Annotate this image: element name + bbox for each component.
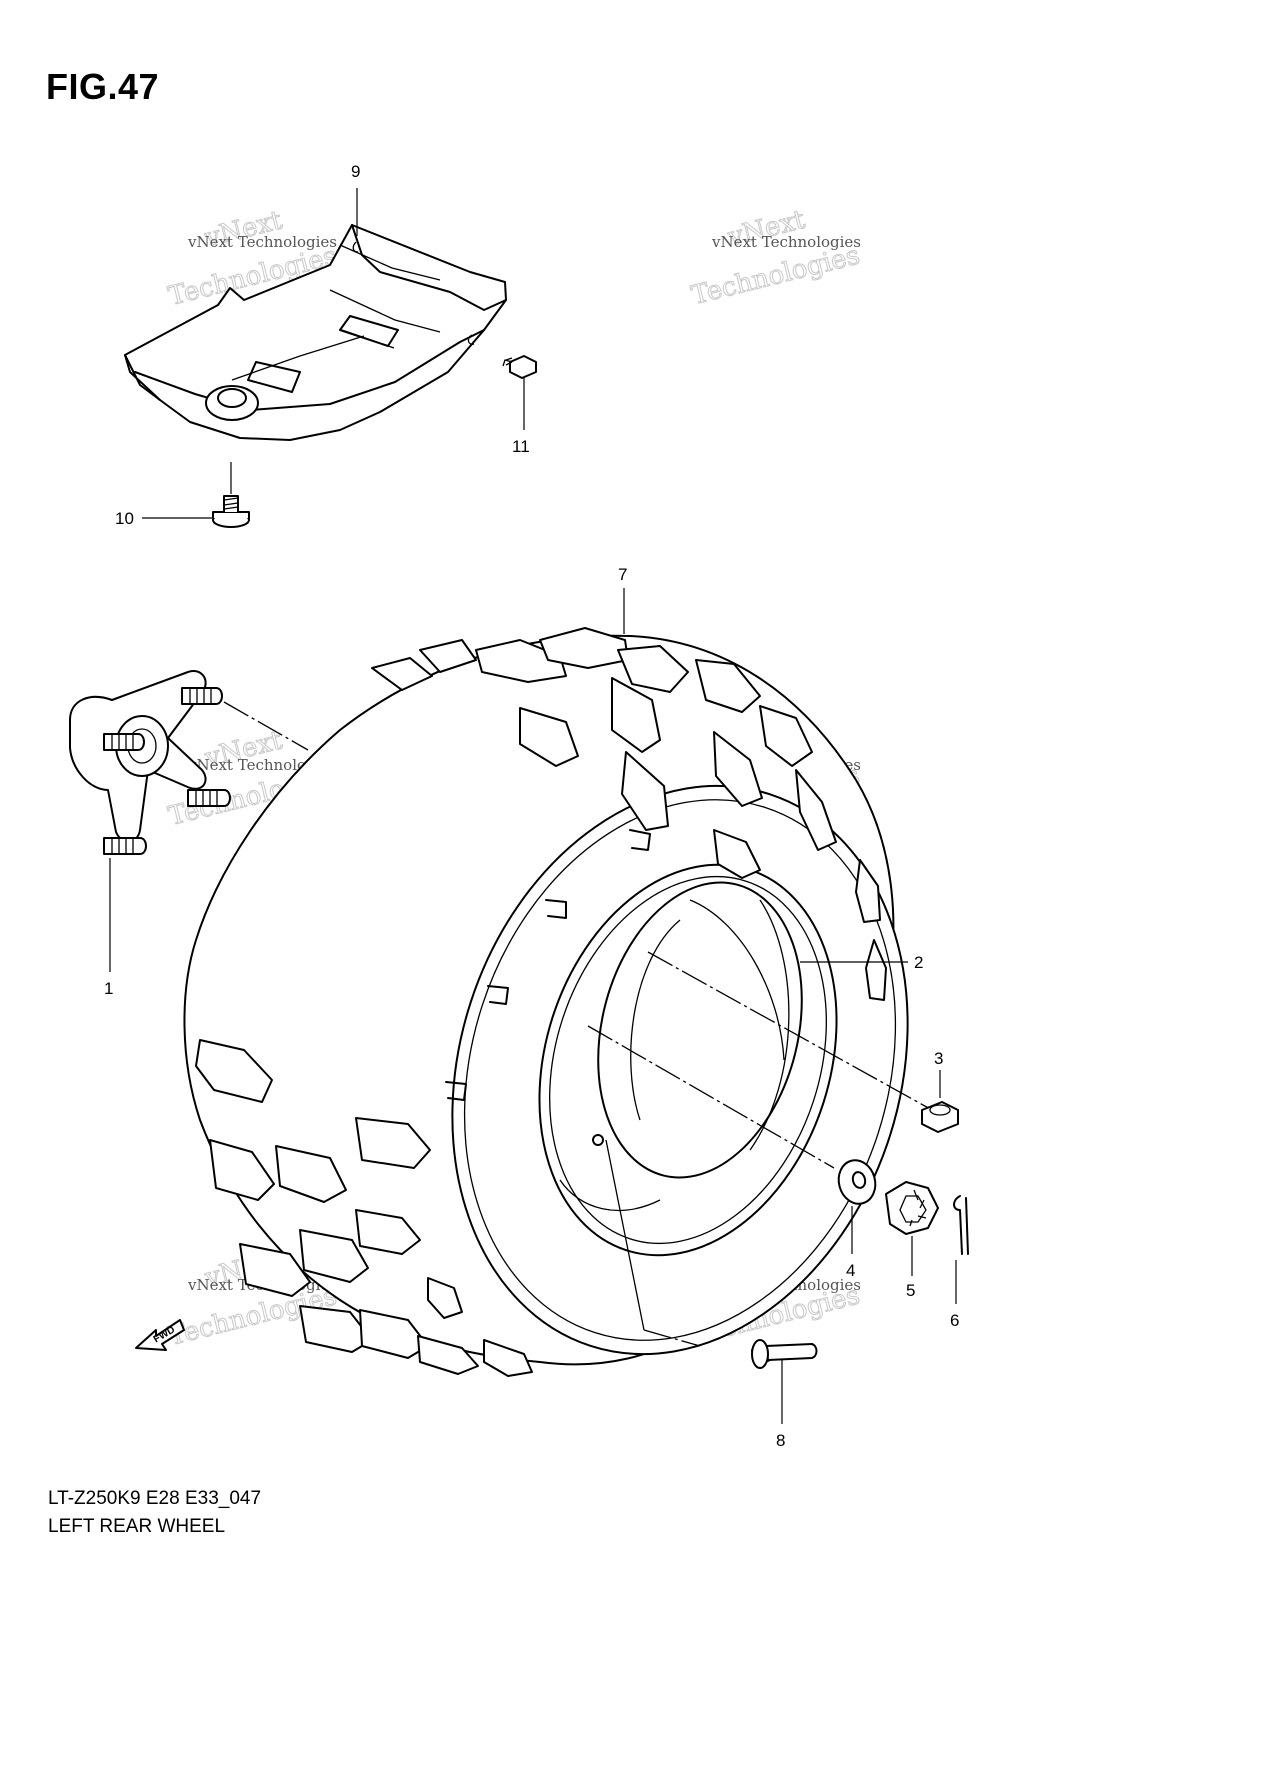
callout-7: 7: [618, 565, 627, 584]
hub-part-drawing: [69, 670, 231, 855]
cover-part-drawing: [124, 224, 507, 441]
callout-4: 4: [846, 1261, 855, 1280]
castle-nut-part-drawing: [885, 1181, 939, 1235]
diagram-name: LEFT REAR WHEEL: [48, 1516, 226, 1537]
figure-title: FIG.47: [46, 66, 160, 107]
valve-part-drawing: [751, 1339, 818, 1369]
tire-part-drawing: [183, 627, 909, 1377]
svg-text:Technologies: Technologies: [689, 240, 863, 311]
callout-6: 6: [950, 1311, 959, 1330]
callout-5: 5: [906, 1281, 915, 1300]
bolt-part-drawing: [212, 495, 250, 528]
model-code: LT-Z250K9 E28 E33_047: [48, 1488, 262, 1509]
callout-1: 1: [104, 979, 113, 998]
watermark-2: vNext Technologies vNext Technologies: [688, 204, 863, 312]
cotter-pin-part-drawing: [953, 1195, 969, 1255]
callout-10: 10: [115, 509, 134, 528]
callout-2: 2: [914, 953, 923, 972]
callout-11: 11: [512, 437, 530, 456]
screw-part-drawing: [502, 355, 537, 379]
callout-9: 9: [351, 162, 360, 181]
callout-3: 3: [934, 1049, 943, 1068]
svg-text:vNext Technologies: vNext Technologies: [187, 233, 337, 251]
nut-part-drawing: [921, 1101, 959, 1133]
washer-part-drawing: [837, 1159, 877, 1205]
callout-8: 8: [776, 1431, 785, 1450]
svg-text:vNext Technologies: vNext Technologies: [711, 233, 861, 251]
